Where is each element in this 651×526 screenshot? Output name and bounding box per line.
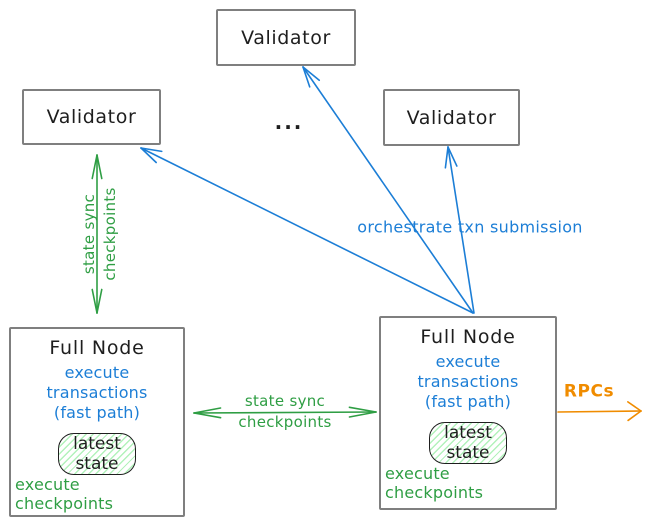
state-sync-arrow-vertical-head [91,154,98,180]
full-node-right-execute-transactions: execute transactions (fast path) [385,352,551,412]
fast-path-text: (fast path) [424,392,512,411]
full-node-right-title: Full Node [420,326,516,348]
validator-box-right: Validator [383,89,520,146]
state-sync-horizontal-line1: state sync [244,392,326,410]
full-node-box-left: Full Node execute transactions (fast pat… [9,327,185,517]
latest-state-line2: state [75,454,119,474]
rpcs-label: RPCs [563,381,615,402]
full-node-box-right: Full Node execute transactions (fast pat… [379,316,557,510]
state-sync-arrow-horizontal-head [348,411,377,418]
state-sync-arrow-horizontal-head [348,406,377,413]
full-node-left-execute-checkpoints: execute checkpoints [15,475,114,513]
full-node-left-title: Full Node [49,337,145,359]
state-sync-arrow-horizontal-head [193,412,222,419]
full-node-left-execute-transactions: execute transactions (fast path) [15,363,179,423]
orchestrate-txn-submission-label: orchestrate txn submission [357,217,583,237]
validator-left-label: Validator [46,106,137,128]
latest-state-line1: latest [444,423,492,443]
state-sync-arrow-vertical-head [91,288,98,314]
state-sync-horizontal-line2: checkpoints [238,413,332,431]
validators-ellipsis: ... [274,110,304,134]
full-node-right-latest-state-box: latest state [429,422,507,464]
state-sync-horizontal-label: state sync checkpoints [238,391,331,433]
full-node-right-execute-checkpoints: execute checkpoints [385,464,484,502]
validator-top-label: Validator [241,26,331,49]
validator-right-label: Validator [406,106,497,129]
state-sync-vertical-line2: checkpoints [101,187,119,281]
latest-state-line1: latest [73,434,121,454]
latest-state-line2: state [446,443,490,463]
state-sync-vertical-line1: state sync [80,193,98,275]
orchestrate-arrow-to-left-validator-head [140,147,158,164]
validator-box-left: Validator [22,89,161,145]
state-sync-vertical-label: state sync checkpoints [79,187,121,280]
execute-transactions-text: execute transactions [46,363,148,402]
orchestrate-arrow-to-right-validator-head [447,146,458,167]
state-sync-arrow-horizontal-head [193,407,222,414]
orchestrate-arrow-to-left-validator-head [140,147,163,153]
fast-path-text: (fast path) [53,403,141,422]
orchestrate-arrow-to-top-validator-head [302,66,321,82]
validator-box-top: Validator [216,9,356,66]
state-sync-arrow-vertical-head [96,288,103,314]
rpcs-arrow [557,410,642,413]
state-sync-arrow-vertical-head [96,154,103,180]
full-node-left-latest-state-box: latest state [58,433,136,475]
execute-transactions-text: execute transactions [417,352,519,391]
rpcs-arrow-head [627,410,642,422]
orchestrate-arrow-to-top-validator-head [302,66,311,88]
orchestrate-arrow-to-right-validator-head [444,146,449,169]
rpcs-arrow-head [627,401,642,412]
